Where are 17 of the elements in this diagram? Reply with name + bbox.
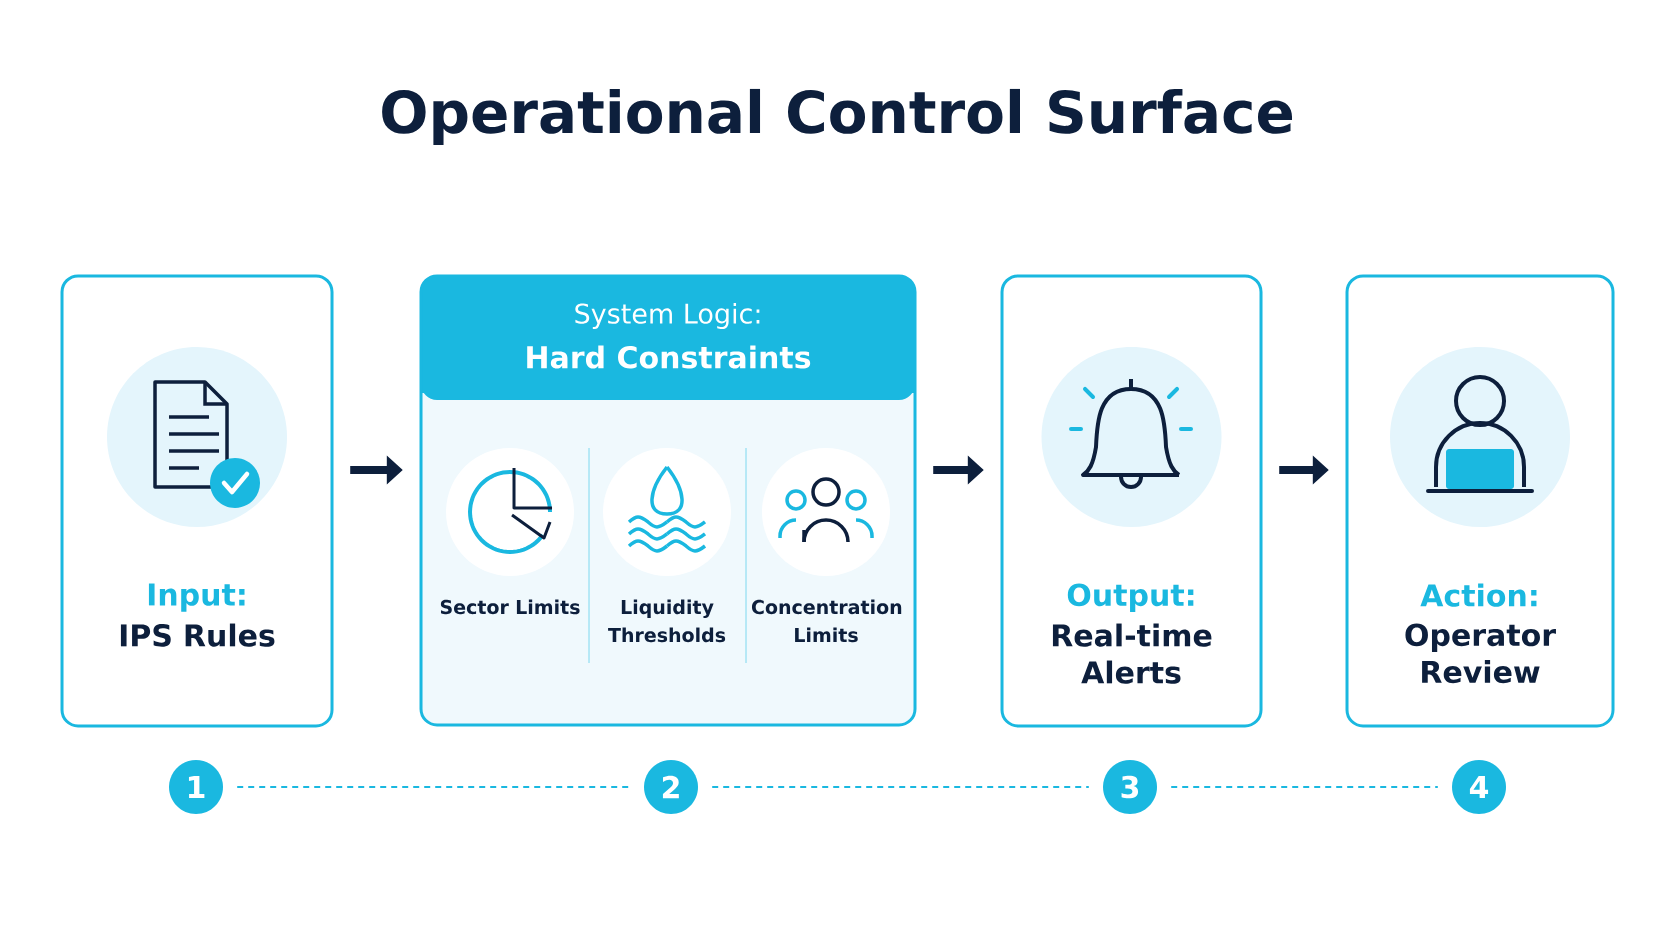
node-label: Liquidity Thresholds xyxy=(608,599,726,643)
constraint-item: Liquidity Thresholds xyxy=(603,448,731,643)
dashed-connector xyxy=(711,786,1090,788)
step-card: Input: IPS Rules xyxy=(60,274,334,728)
node-label: Sector Limits xyxy=(440,599,580,615)
step-number: 3 xyxy=(1103,760,1157,814)
step-number: 2 xyxy=(644,760,698,814)
constraint-item: Concentration Limits xyxy=(751,448,902,643)
title: Operational Control Surface xyxy=(382,88,1292,146)
step-card: Action: Operator Review xyxy=(1345,274,1615,728)
step-number: 1 xyxy=(169,760,223,814)
step-card: Output: Real-time Alerts xyxy=(1000,274,1263,728)
dashed-connector xyxy=(236,786,631,788)
dashed-connector xyxy=(1170,786,1439,788)
step-number: 4 xyxy=(1452,760,1506,814)
node-label: Concentration Limits xyxy=(751,599,902,643)
constraint-item: Sector Limits xyxy=(440,448,580,615)
